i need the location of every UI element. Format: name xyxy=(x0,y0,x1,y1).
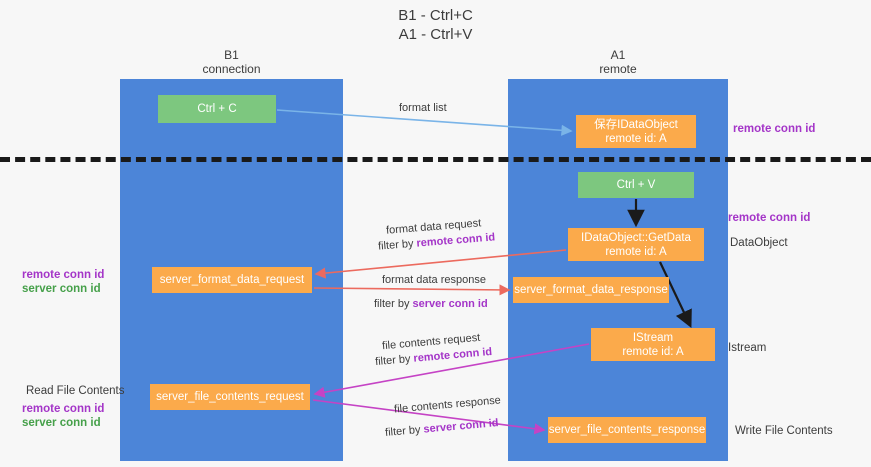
server-conn-id-text-2: server conn id xyxy=(423,417,499,436)
edge-label-format-data-response: format data response xyxy=(382,274,486,286)
label-dataobject: DataObject xyxy=(730,237,788,249)
node-server-file-contents-response-label: server_file_contents_response xyxy=(548,424,706,436)
node-server-format-data-response-label: server_format_data_response xyxy=(514,284,668,296)
node-ctrl-c-label: Ctrl + C xyxy=(197,103,237,115)
column-header-b1: B1 connection xyxy=(120,48,343,76)
label-remote-conn-id-left: remote conn id xyxy=(22,269,105,281)
label-remote-conn-id-mid: remote conn id xyxy=(728,212,811,224)
label-conn-ids-file: remote conn id server conn id xyxy=(22,402,104,430)
label-conn-ids-format: remote conn id server conn id xyxy=(22,268,104,296)
node-ctrl-v-label: Ctrl + V xyxy=(616,179,656,191)
node-server-file-contents-request[interactable]: server_file_contents_request xyxy=(150,384,310,410)
node-ctrl-v[interactable]: Ctrl + V xyxy=(578,172,694,198)
node-idataobject-line1: 保存IDataObject xyxy=(594,118,678,131)
diagram-title: B1 - Ctrl+C A1 - Ctrl+V xyxy=(0,6,871,44)
node-getdata-line2: remote id: A xyxy=(605,245,667,258)
label-server-conn-id-left: server conn id xyxy=(22,283,101,295)
filter-by-text-4: filter by xyxy=(384,423,425,439)
label-write-file-contents: Write File Contents xyxy=(735,425,833,437)
column-header-b1-name: B1 xyxy=(224,48,239,62)
edge-label-file-contents-response: file contents response xyxy=(393,394,502,416)
filter-by-text-2: filter by xyxy=(374,298,413,310)
filter-by-text-1: filter by xyxy=(377,237,418,253)
column-header-a1-sub: remote xyxy=(599,62,637,76)
node-idataobject-getdata[interactable]: IDataObject::GetData remote id: A xyxy=(568,228,704,261)
node-ctrl-c[interactable]: Ctrl + C xyxy=(158,95,276,123)
title-line-1: B1 - Ctrl+C xyxy=(398,7,473,24)
label-remote-conn-id-left-2: remote conn id xyxy=(22,403,105,415)
column-header-a1: A1 remote xyxy=(508,48,728,76)
node-istream[interactable]: IStream remote id: A xyxy=(591,328,715,361)
node-idataobject[interactable]: 保存IDataObject remote id: A xyxy=(576,115,696,148)
node-server-format-data-response[interactable]: server_format_data_response xyxy=(513,277,669,303)
label-istream: Istream xyxy=(728,342,767,354)
label-server-conn-id-left-2: server conn id xyxy=(22,417,101,429)
filter-by-text-3: filter by xyxy=(374,352,415,369)
title-line-2: A1 - Ctrl+V xyxy=(398,26,473,43)
time-divider xyxy=(0,157,871,162)
arrow-format-data-response xyxy=(313,284,511,296)
edge-label-filter-server-conn-id: filter by server conn id xyxy=(374,297,488,312)
edge-label-filter-server-conn-id-2: filter by server conn id xyxy=(385,416,500,441)
node-server-format-data-request-label: server_format_data_request xyxy=(159,274,305,286)
node-server-file-contents-response[interactable]: server_file_contents_response xyxy=(548,417,706,443)
node-istream-line2: remote id: A xyxy=(622,345,684,358)
node-server-file-contents-request-label: server_file_contents_request xyxy=(156,391,304,403)
column-header-a1-name: A1 xyxy=(610,48,626,62)
node-idataobject-line2: remote id: A xyxy=(605,132,667,145)
server-conn-id-text-1: server conn id xyxy=(412,298,488,310)
edge-label-format-list: format list xyxy=(399,102,447,114)
node-istream-line1: IStream xyxy=(632,331,674,344)
label-remote-conn-id-top: remote conn id xyxy=(733,123,816,135)
node-server-format-data-request[interactable]: server_format_data_request xyxy=(152,267,312,293)
node-getdata-line1: IDataObject::GetData xyxy=(581,231,691,244)
label-read-file-contents: Read File Contents xyxy=(26,385,125,397)
column-header-b1-sub: connection xyxy=(202,62,261,76)
